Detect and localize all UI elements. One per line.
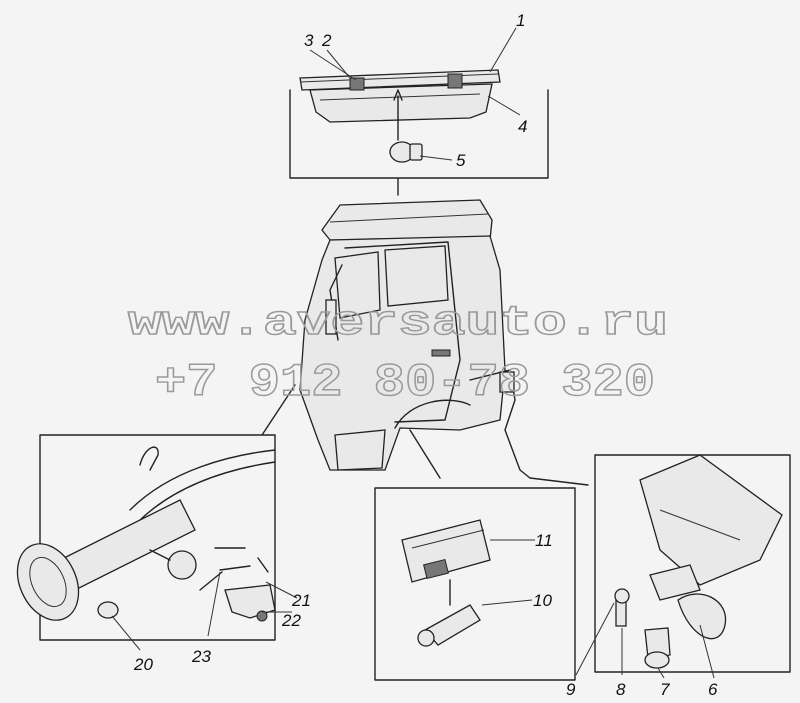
callout-2: 2 — [321, 31, 332, 50]
lamp-housing-6 — [677, 593, 727, 640]
cable-hook — [139, 446, 159, 471]
callout-20: 20 — [133, 655, 153, 674]
lamp-screw — [349, 77, 365, 91]
cab-roof — [321, 199, 493, 241]
watermark-url: www.aversauto.ru — [128, 299, 668, 347]
callout-10: 10 — [533, 591, 552, 610]
callout-21: 21 — [291, 591, 311, 610]
callout-22: 22 — [281, 611, 301, 630]
door-window — [384, 245, 449, 307]
headlamp-socket — [167, 550, 197, 580]
frame-beam — [639, 454, 783, 586]
inset-frame-right — [529, 454, 791, 673]
inset-frame-top — [289, 89, 549, 196]
truck-cab — [299, 199, 531, 479]
headlamp-reflector — [16, 543, 80, 621]
side-lamp-inset — [374, 429, 576, 681]
cab-door — [344, 241, 461, 423]
callout-8: 8 — [616, 680, 626, 699]
bulb-20 — [97, 601, 119, 619]
headlamp-inset — [16, 384, 296, 641]
screw-23 — [199, 571, 223, 591]
callout-7: 7 — [660, 680, 670, 699]
callout-6: 6 — [708, 680, 718, 699]
watermark: www.aversauto.ru +7 912 80-78 320 — [127, 298, 668, 409]
callout-23: 23 — [191, 647, 211, 666]
bulb-7 — [644, 627, 671, 659]
watermark-phone: +7 912 80-78 320 — [155, 357, 655, 409]
headlamp-cap-22 — [224, 584, 276, 619]
step — [334, 429, 386, 471]
roof-lamp-housing — [309, 83, 493, 123]
inset-frame-center — [374, 429, 576, 681]
screw-8 — [615, 599, 627, 627]
wheel-arch — [394, 399, 471, 429]
washer-9 — [614, 588, 630, 604]
lamp-clip — [447, 73, 463, 89]
callout-5: 5 — [456, 151, 466, 170]
callout-labels: 1 2 3 4 5 6 7 8 9 10 11 20 21 22 23 — [133, 11, 718, 699]
leader-lines — [111, 27, 715, 679]
lamp-bracket — [649, 564, 701, 601]
callout-4: 4 — [518, 117, 527, 136]
roof-lamp-inset — [289, 69, 549, 196]
callout-3: 3 — [304, 31, 314, 50]
side-window — [334, 251, 381, 319]
mirror — [325, 299, 337, 335]
door-handle — [431, 349, 451, 357]
rear-lamp-inset — [529, 454, 791, 673]
callout-11: 11 — [535, 531, 553, 550]
callout-9: 9 — [566, 680, 576, 699]
screws-21 — [214, 547, 269, 573]
callout-1: 1 — [516, 11, 525, 30]
